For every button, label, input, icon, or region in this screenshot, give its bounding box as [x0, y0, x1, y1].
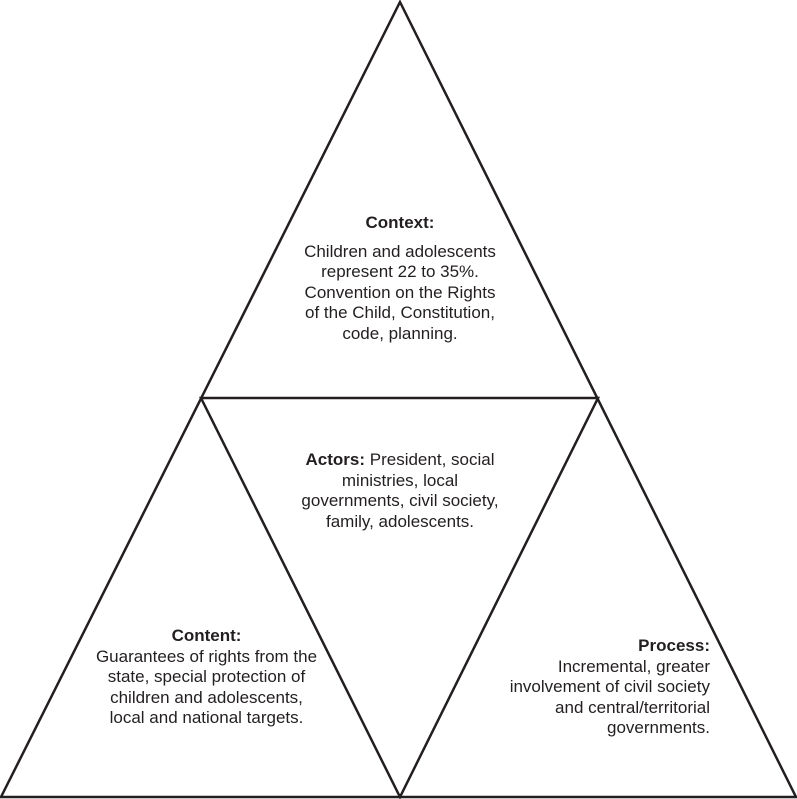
inner-inverted-triangle — [198, 396, 601, 799]
context-text: Children and adolescents represent 22 to… — [304, 241, 496, 343]
actors-heading: Actors: — [305, 450, 370, 469]
context-block: Context: Children and adolescents repres… — [300, 213, 500, 344]
content-heading: Content: — [171, 626, 242, 645]
content-text: Guarantees of rights from the state, spe… — [95, 646, 318, 728]
process-text: Incremental, greater involvement of civi… — [509, 656, 710, 738]
content-block: Content: Guarantees of rights from the s… — [94, 626, 319, 729]
process-heading: Process: — [638, 636, 710, 655]
context-heading: Context: — [365, 213, 435, 232]
actors-text: President, social ministries, local gove… — [301, 450, 499, 531]
process-block: Process: Incremental, greater involvemen… — [490, 636, 710, 739]
actors-block: Actors: President, social ministries, lo… — [300, 450, 500, 532]
